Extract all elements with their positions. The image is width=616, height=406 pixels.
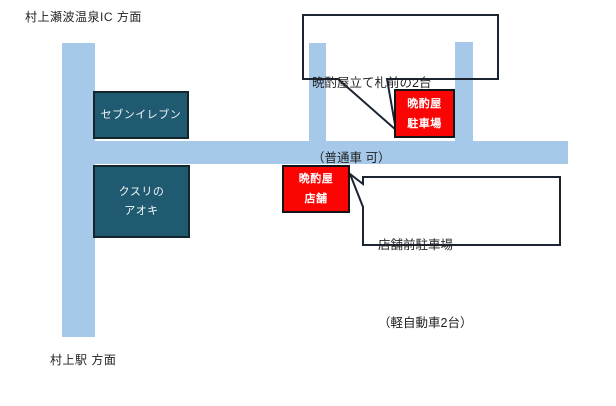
building-kusuri-no-aoki: クスリの アオキ — [93, 165, 190, 238]
road-vertical-upper-left — [309, 43, 326, 143]
callout-store-note-balloon — [347, 171, 561, 246]
callout-store-note-line2: （軽自動車2台） — [378, 316, 473, 330]
road-vertical-main — [62, 43, 95, 337]
callout-parking-note-line1: 晩酌屋立て札前の2台 — [312, 76, 432, 90]
callout-store-note-line1: 店舗前駐車場 — [378, 238, 454, 252]
callout-parking-note-text: 晩酌屋立て札前の2台 （普通車 可） — [312, 21, 431, 221]
callout-parking-note-line2: （普通車 可） — [312, 151, 391, 165]
banshakuya-store-label-line2: 店舗 — [304, 193, 328, 205]
direction-label-ic: 村上瀬波温泉IC 方面 — [25, 10, 142, 24]
road-vertical-upper-right — [455, 42, 473, 164]
building-seven-eleven: セブンイレブン — [93, 91, 189, 139]
callout-parking-note-balloon — [302, 14, 499, 133]
banshakuya-parking-label-line1: 晩酌屋 — [407, 97, 442, 110]
building-kusuri-no-aoki-label-line1: クスリの — [118, 185, 165, 198]
banshakuya-parking-label-line2: 駐車場 — [407, 117, 442, 130]
road-horizontal-main — [62, 141, 568, 164]
direction-label-station: 村上駅 方面 — [50, 353, 117, 367]
banshakuya-parking-box: 晩酌屋 駐車場 — [394, 89, 455, 138]
building-seven-eleven-label: セブンイレブン — [100, 108, 182, 121]
callout-store-note-text: 店舗前駐車場 （軽自動車2台） — [378, 180, 472, 388]
banshakuya-store-box: 晩酌屋 店舗 — [282, 165, 350, 213]
building-kusuri-no-aoki-label-line2: アオキ — [124, 204, 159, 217]
banshakuya-store-label-line1: 晩酌屋 — [298, 173, 334, 185]
